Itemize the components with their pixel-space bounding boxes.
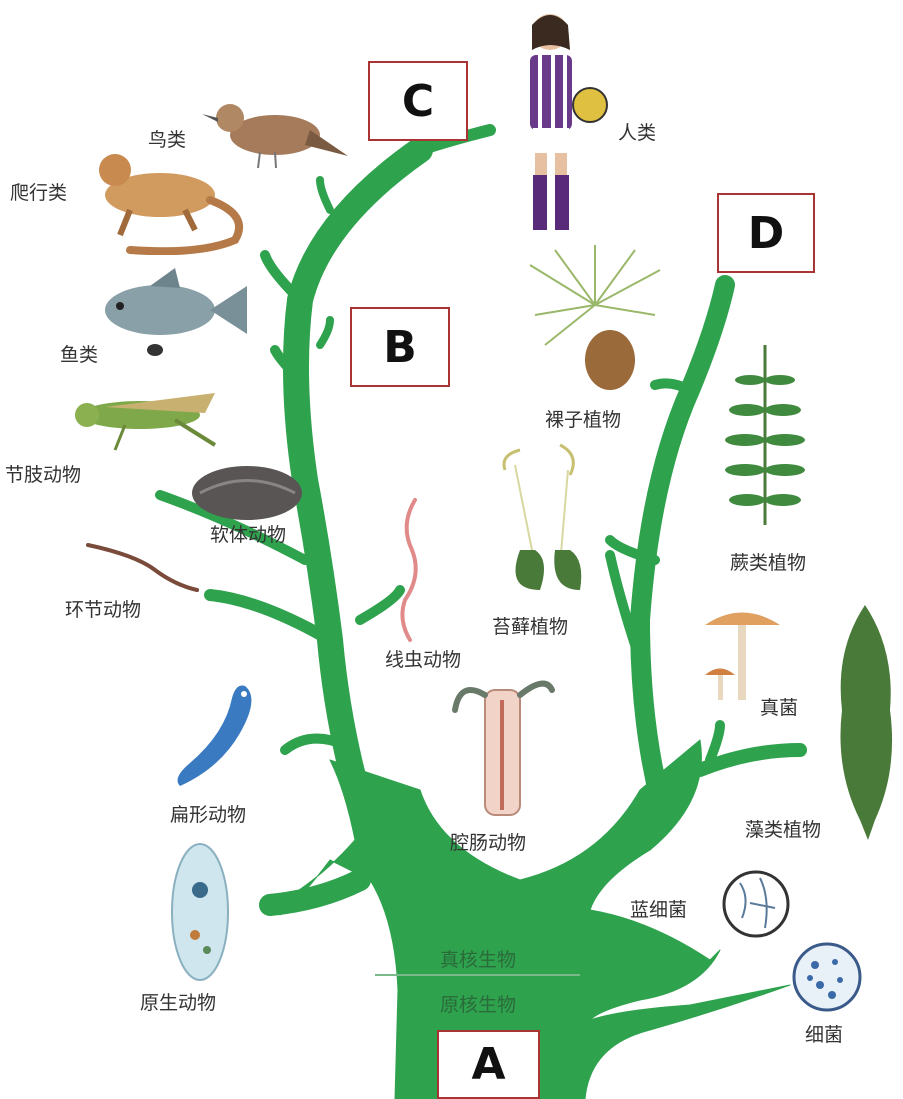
label-protozoa: 原生动物 (140, 988, 216, 1015)
arthropod-illustration (65, 385, 230, 455)
box-d: D (717, 193, 815, 273)
label-fish: 鱼类 (60, 340, 98, 367)
box-b: B (350, 307, 450, 387)
flatworm-illustration (170, 678, 265, 793)
label-gymnosperms: 裸子植物 (545, 405, 621, 432)
label-mollusks: 软体动物 (210, 520, 286, 547)
cyanobacteria-illustration (720, 868, 792, 940)
label-ferns: 蕨类植物 (730, 548, 806, 575)
label-mosses: 苔藓植物 (492, 612, 568, 639)
label-flatworms: 扁形动物 (170, 800, 246, 827)
fish-illustration (95, 268, 250, 363)
label-reptiles: 爬行类 (10, 178, 67, 205)
mollusk-illustration (190, 458, 305, 523)
box-a: A (437, 1030, 540, 1099)
label-birds: 鸟类 (148, 125, 186, 152)
label-algae: 藻类植物 (745, 815, 821, 842)
label-fungi: 真菌 (760, 693, 798, 720)
protozoa-illustration (165, 840, 235, 985)
bacteria-illustration (790, 940, 865, 1015)
label-annelids: 环节动物 (65, 595, 141, 622)
cnidarian-illustration (450, 670, 555, 820)
algae-illustration (830, 600, 900, 845)
reptile-illustration (90, 145, 260, 255)
moss-illustration (490, 440, 590, 600)
nematode-illustration (390, 495, 430, 645)
label-cnidarians: 腔肠动物 (450, 828, 526, 855)
prokaryote-label: 原核生物 (440, 990, 516, 1017)
human-illustration (505, 10, 610, 240)
label-arthropods: 节肢动物 (5, 460, 81, 487)
eukaryote-label: 真核生物 (440, 945, 516, 972)
annelid-illustration (85, 540, 200, 595)
fern-illustration (725, 340, 805, 530)
label-bacteria: 细菌 (805, 1020, 843, 1047)
label-nematodes: 线虫动物 (385, 645, 461, 672)
box-c: C (368, 61, 468, 141)
label-humans: 人类 (618, 118, 656, 145)
gymnosperm-illustration (525, 245, 665, 395)
label-cyanobacteria: 蓝细菌 (630, 895, 687, 922)
